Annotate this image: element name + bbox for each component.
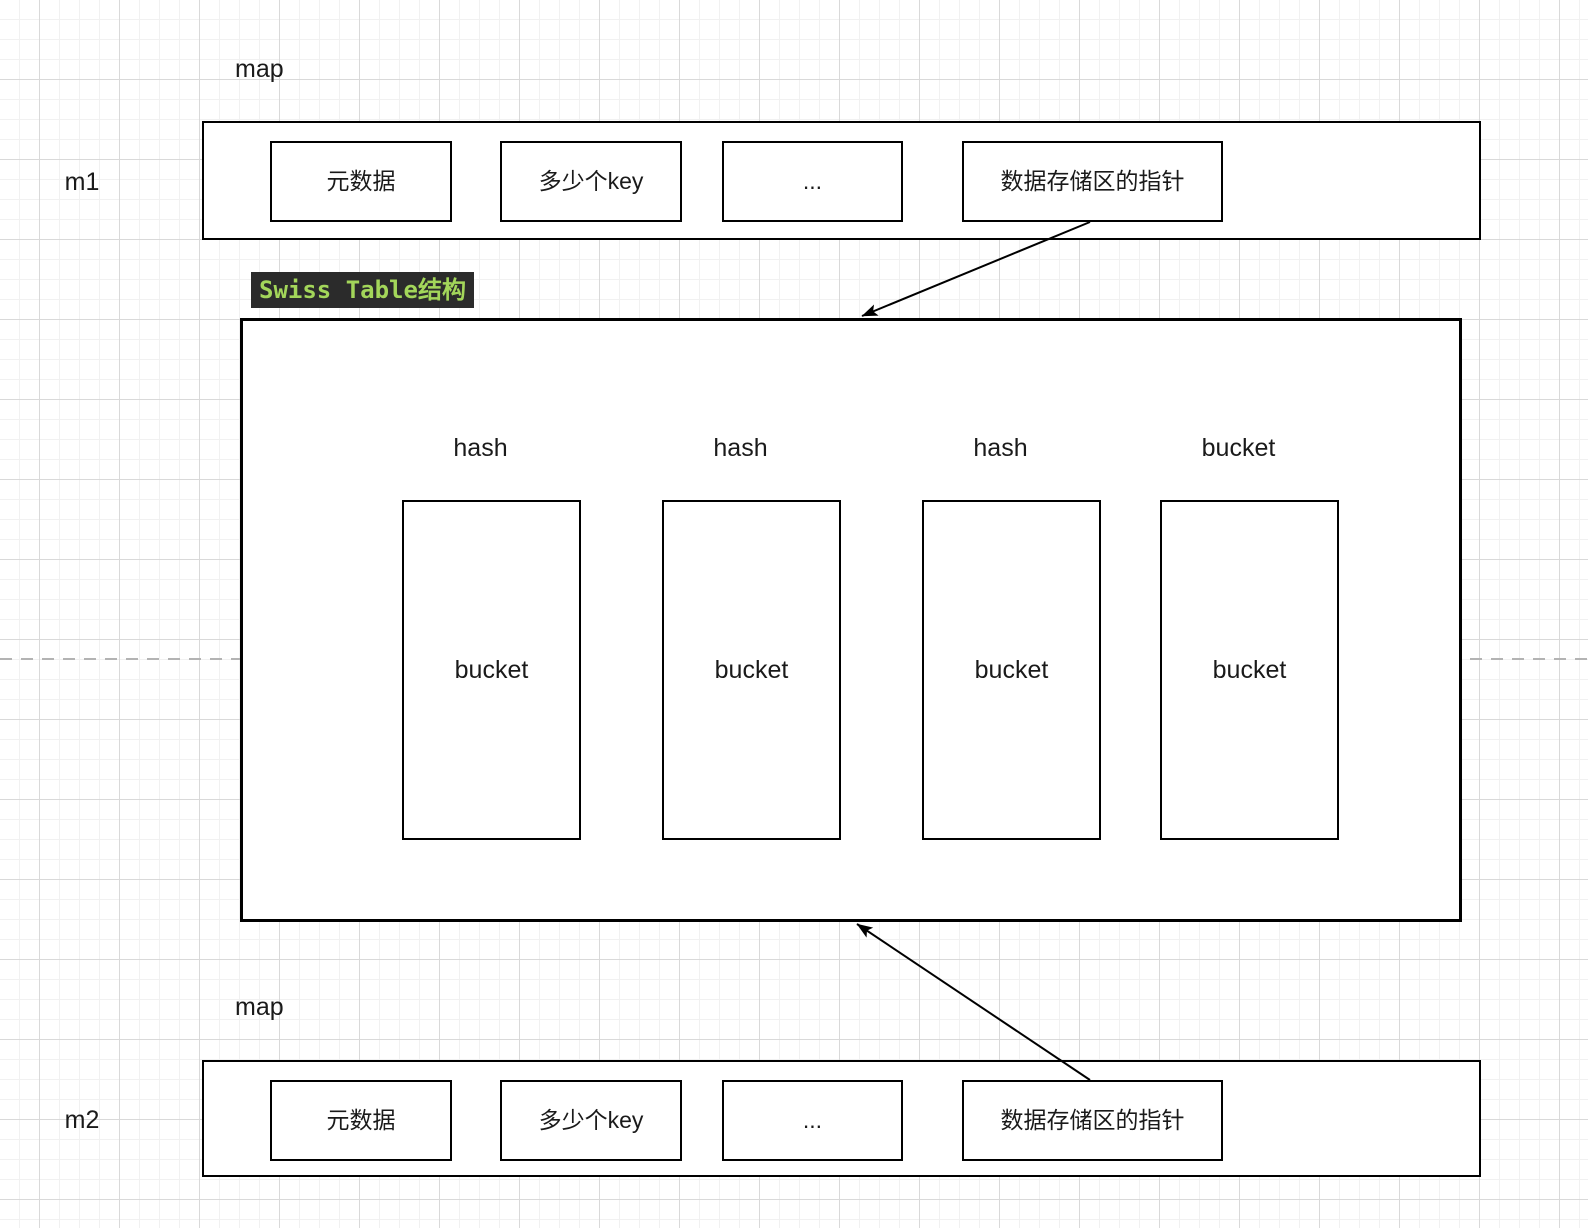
swiss-table-highlight-label[interactable]: Swiss Table结构: [251, 272, 474, 308]
hash-label[interactable]: hash: [453, 434, 508, 462]
map2-field-key-count[interactable]: 多少个key: [500, 1080, 682, 1161]
bucket-box[interactable]: bucket: [922, 500, 1101, 840]
map1-instance-label[interactable]: m1: [64, 168, 100, 196]
map1-field-key-count[interactable]: 多少个key: [500, 141, 682, 222]
hash-label[interactable]: hash: [973, 434, 1028, 462]
map1-field-ellipsis[interactable]: ...: [722, 141, 903, 222]
map2-title-label[interactable]: map: [235, 993, 284, 1021]
bucket-box[interactable]: bucket: [1160, 500, 1339, 840]
map2-field-metadata[interactable]: 元数据: [270, 1080, 452, 1161]
map2-field-ellipsis[interactable]: ...: [722, 1080, 903, 1161]
map2-instance-label[interactable]: m2: [64, 1106, 100, 1134]
map1-field-data-pointer[interactable]: 数据存储区的指针: [962, 141, 1223, 222]
map2-field-data-pointer[interactable]: 数据存储区的指针: [962, 1080, 1223, 1161]
hash-label[interactable]: hash: [713, 434, 768, 462]
map1-field-metadata[interactable]: 元数据: [270, 141, 452, 222]
arrow-m2-pointer-to-swiss-table[interactable]: [856, 923, 1091, 1081]
map1-title-label[interactable]: map: [235, 55, 284, 83]
bucket-box[interactable]: bucket: [402, 500, 581, 840]
bucket-box[interactable]: bucket: [662, 500, 841, 840]
hash-label[interactable]: bucket: [1201, 434, 1276, 462]
